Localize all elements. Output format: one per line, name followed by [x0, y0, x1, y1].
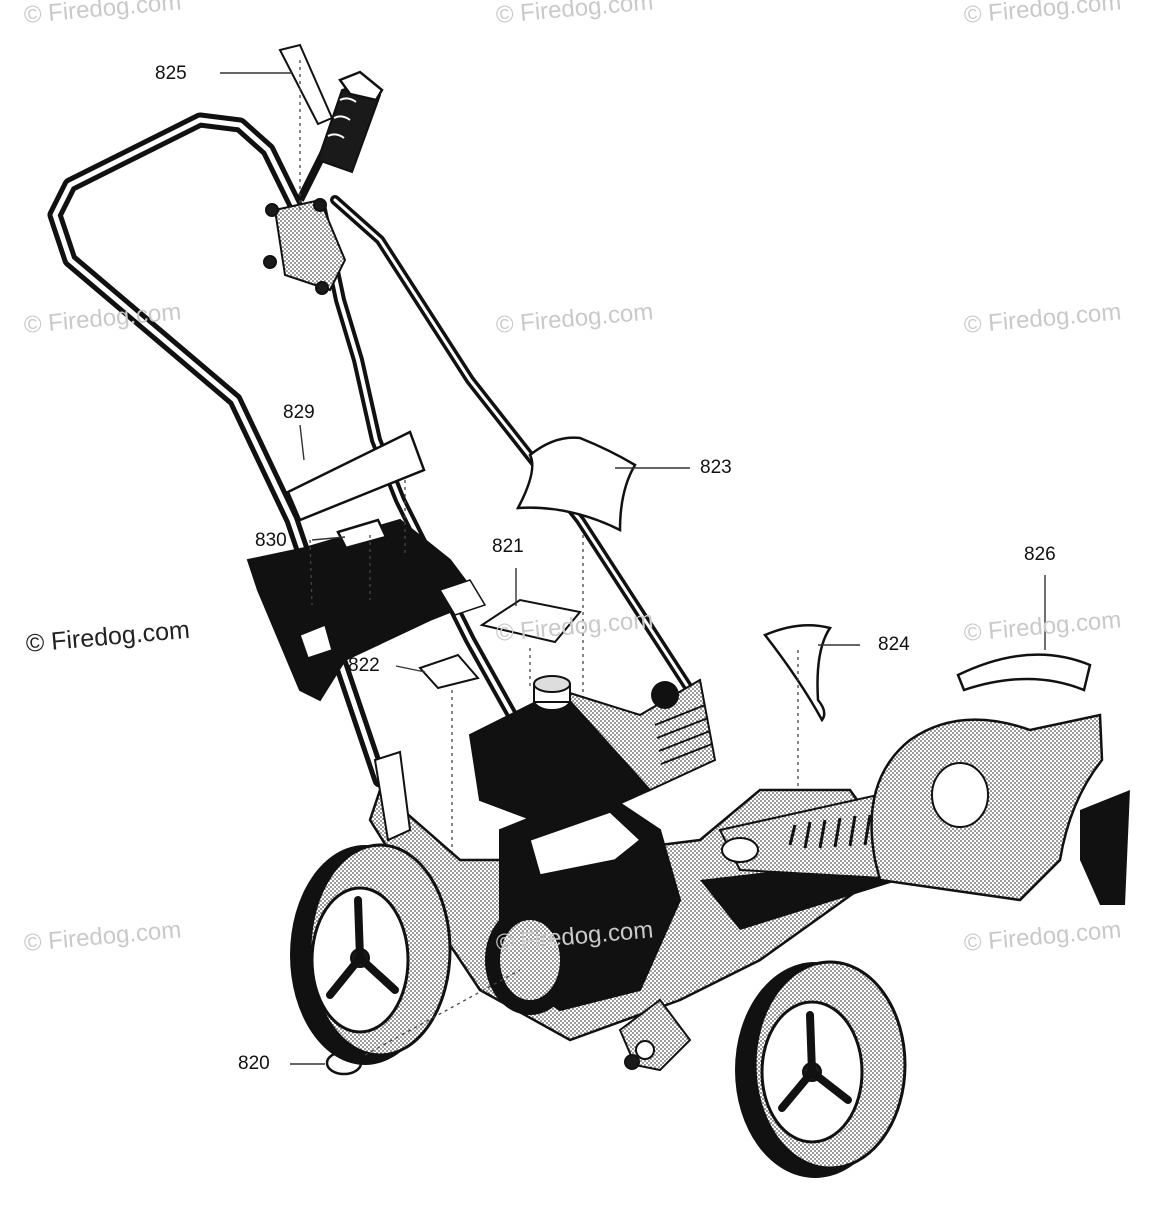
decal-826-shape	[956, 653, 1092, 692]
decal-825-shape	[278, 43, 334, 126]
decal-830-shape	[336, 518, 388, 550]
callout-826: 826	[1024, 544, 1056, 565]
callout-825: 825	[155, 63, 187, 84]
decal-829-shape	[286, 430, 426, 522]
depth-adjust	[618, 998, 692, 1072]
handle-frame	[47, 112, 695, 788]
callout-820: 820	[238, 1053, 270, 1074]
handle-panel	[246, 518, 487, 702]
decal-823-shape	[515, 436, 637, 533]
engine	[468, 675, 717, 1015]
leader-lines	[220, 72, 1046, 1065]
decal-822-shape	[418, 653, 480, 690]
callout-821: 821	[492, 536, 524, 557]
rear-wheel	[290, 843, 452, 1065]
callout-830: 830	[255, 530, 287, 551]
callout-823: 823	[700, 457, 732, 478]
decal-821-shape	[479, 598, 582, 644]
callout-822: 822	[348, 655, 380, 676]
blade-guard	[870, 713, 1130, 905]
callout-824: 824	[878, 634, 910, 655]
callout-829: 829	[283, 402, 315, 423]
front-wheel	[735, 960, 907, 1178]
control-bracket	[263, 198, 347, 295]
throttle-grip	[296, 70, 384, 202]
ring-820-shape	[325, 1050, 363, 1076]
